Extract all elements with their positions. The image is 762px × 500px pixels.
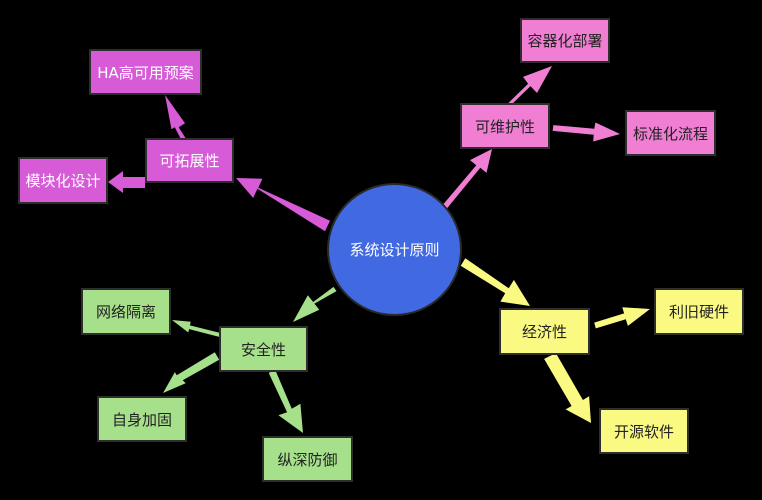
leaf-ha-plan: HA高可用预案 [89,49,202,95]
leaf-defense-in-depth: 纵深防御 [262,436,353,482]
leaf-network-isolation: 网络隔离 [81,288,171,335]
arrow-economy-to-reuse [594,307,650,329]
arrow-security-to-defense [268,370,303,433]
arrow-root-to-economy [460,258,530,306]
arrow-scalability-to-modular [108,171,145,193]
arrow-maintainability-to-container [501,66,552,112]
branch-maintainability: 可维护性 [460,103,550,149]
leaf-containerized-deploy: 容器化部署 [520,18,610,63]
leaf-modular-design: 模块化设计 [18,157,108,204]
root-node: 系统设计原则 [327,183,462,316]
branch-security: 安全性 [219,326,308,372]
branch-scalability: 可拓展性 [145,138,234,183]
leaf-self-hardening: 自身加固 [97,396,187,442]
branch-economy: 经济性 [499,308,590,355]
arrow-root-to-security [293,286,337,322]
arrow-root-to-scalability [236,178,330,232]
arrow-maintainability-to-standard [552,122,620,142]
arrow-scalability-to-ha [165,95,186,142]
leaf-open-source: 开源软件 [599,408,689,454]
leaf-standard-process: 标准化流程 [625,110,716,156]
leaf-reuse-hardware: 利旧硬件 [654,288,744,335]
arrow-security-to-isolation [172,320,221,337]
arrow-root-to-maintainability [442,149,492,209]
arrow-economy-to-opensource [544,353,591,423]
arrow-security-to-hardening [163,352,220,393]
